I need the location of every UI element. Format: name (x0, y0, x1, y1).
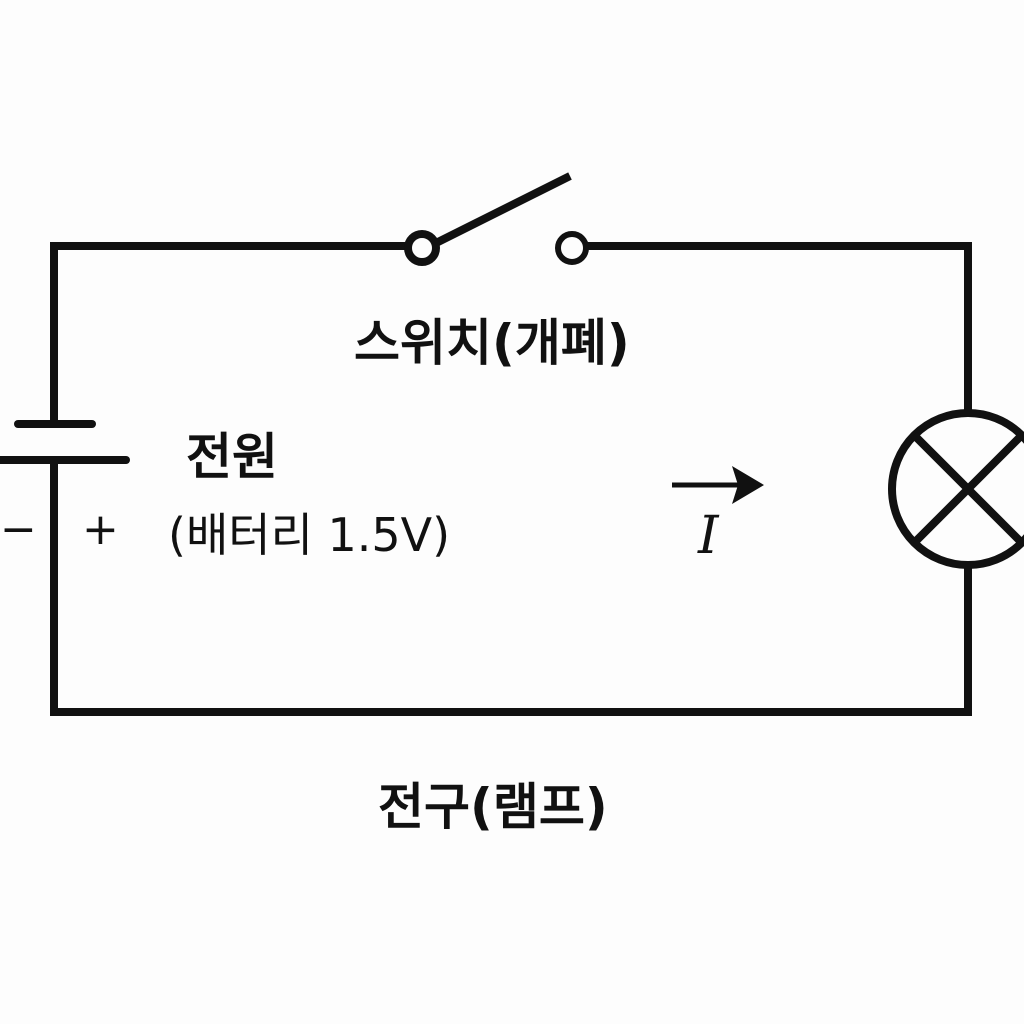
switch-symbol (404, 172, 589, 266)
switch-lever (428, 172, 572, 250)
positive-terminal-sign: + (82, 504, 119, 555)
battery-symbol (0, 420, 130, 464)
lamp-cross-b (911, 432, 1024, 546)
current-arrow (672, 466, 764, 504)
lamp-symbol (888, 409, 1024, 569)
current-symbol-label: I (698, 506, 719, 566)
negative-terminal-sign: − (0, 504, 37, 555)
power-source-label: 전원 (186, 428, 278, 486)
switch-contact-terminal (555, 231, 589, 265)
current-arrow-head (732, 466, 764, 504)
lamp-label: 전구(램프) (378, 778, 608, 836)
switch-pivot-terminal (404, 230, 440, 266)
battery-spec-label: (배터리 1.5V) (168, 508, 451, 562)
lamp-circle (888, 409, 1024, 569)
switch-label: 스위치(개폐) (354, 314, 630, 372)
